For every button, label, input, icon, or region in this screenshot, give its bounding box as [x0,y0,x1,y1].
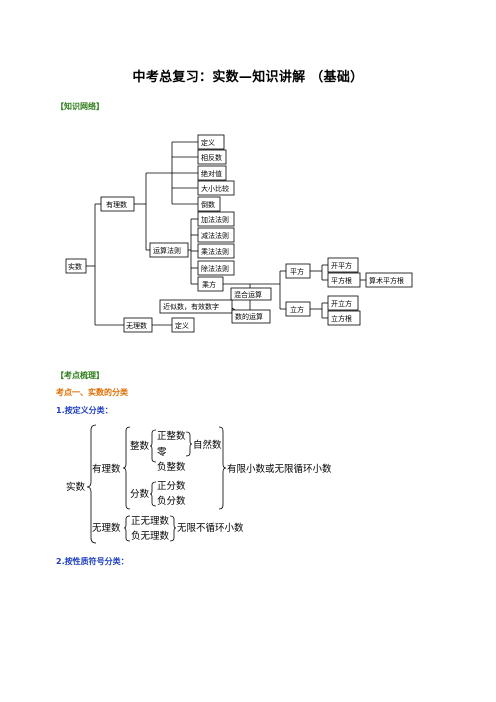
label-network-rules-0: 加法法则 [201,215,229,224]
label-classification-natural: 自然数 [193,439,222,451]
label-classification-real: 实数 [66,481,86,493]
label-classification-irrational-note: 无限不循环小数 [177,522,244,534]
label-network-cube-children-1: 立方根 [331,314,352,323]
label-classification-neg-frac: 负分数 [157,495,186,507]
label-network-rules-2: 乘法法则 [201,247,229,256]
node-reciprocal [197,196,221,212]
label-network-square-children-1: 平方根 [331,276,352,285]
label-network-cube: 立方 [290,305,304,314]
brace-integer [149,429,157,463]
node-cube [285,301,311,317]
node-rational [100,196,135,212]
label-network-rational-children-4: 倒数 [201,200,215,209]
label-network-square-children-0: 开平方 [331,261,352,270]
by-definition-heading: 1.按定义分类： [56,406,113,415]
by-sign-heading: 2.按性质符号分类： [56,557,129,566]
label-classification-fraction: 分数 [130,488,150,500]
label-classification-rational-note: 有限小数或无限循环小数 [227,463,332,475]
node-irrational [123,317,153,333]
brace-natural [185,431,193,457]
node-approx [159,299,233,314]
label-classification-neg-irr: 负无理数 [131,530,170,542]
section-review-heading: 【考点梳理】 [56,371,104,380]
label-network-root: 实数 [68,262,82,271]
node-abs [197,165,227,181]
node-opposite [197,149,227,165]
node-mixed [230,287,272,301]
label-network-irrational-def: 定义 [175,321,189,330]
brace-rational-note [218,426,227,510]
label-network-approx: 近似数，有效数字 [163,302,219,311]
label-network-rational-children-1: 相反数 [201,153,222,162]
label-classification-pos-frac: 正分数 [157,480,186,492]
node-sub-rule [197,227,235,243]
label-classification-rational: 有理数 [92,463,121,475]
node-arith-root [365,272,413,288]
label-classification-zero: 零 [157,447,167,458]
label-network-operation-rules: 运算法则 [153,246,181,255]
node-power [197,276,224,292]
label-classification-neg-int: 负整数 [157,461,186,473]
label-network-arith-root: 算术平方根 [369,276,404,285]
label-network-rules-3: 除法法则 [201,264,229,273]
label-network-rational-children-2: 绝对值 [201,169,222,178]
label-network-rational: 有理数 [106,200,127,209]
node-operation [231,309,271,324]
label-network-rational-children-3: 大小比较 [201,184,229,193]
label-network-rational-children-0: 定义 [201,138,215,147]
label-classification-pos-int: 正整数 [157,430,186,442]
node-add-rule [197,211,235,227]
brace-fraction [149,481,157,507]
label-network-operation: 数的运算 [235,312,263,321]
label-classification-irrational: 无理数 [92,522,121,534]
label-network-mixed: 混合运算 [234,290,262,299]
node-sqrt [327,272,361,288]
node-compare [197,180,235,196]
node-def [197,134,225,150]
node-cbrt [327,310,361,326]
node-mul-rule [197,243,235,259]
label-network-square: 平方 [290,267,304,276]
label-network-rules-1: 减法法则 [201,231,229,240]
node-op-rules [149,242,189,258]
label-classification-integer: 整数 [130,440,150,452]
brace-irrational [123,515,131,542]
section-network-heading: 【知识网络】 [56,102,104,111]
brace-irrational-note [169,515,177,542]
node-sqrt-op [327,257,359,273]
node-div-rule [197,260,235,276]
label-network-rules-4: 乘方 [202,280,216,289]
point1-heading: 考点一、实数的分类 [56,388,128,397]
label-classification-pos-irr: 正无理数 [131,515,170,527]
node-cbrt-op [327,295,359,311]
node-real-number [65,258,87,274]
label-network-irrational: 无理数 [126,321,147,330]
page-title: 中考总复习：实数—知识讲解 （基础） [132,70,364,85]
label-network-cube-children-0: 开立方 [331,299,352,308]
brace-real [86,424,97,544]
brace-rational [122,426,131,510]
node-irr-def [171,317,195,333]
node-square [285,263,311,279]
